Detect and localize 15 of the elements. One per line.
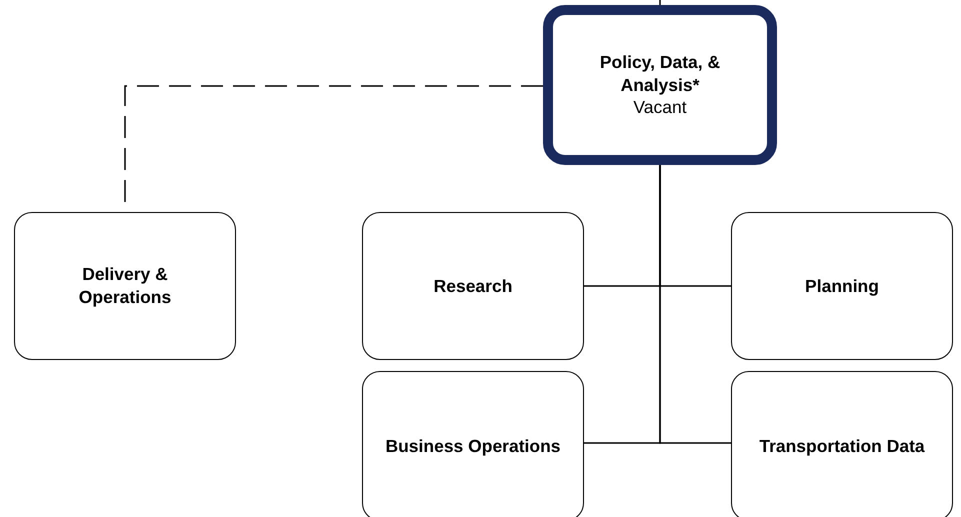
unit-box bbox=[14, 212, 236, 360]
position-holder: Vacant bbox=[633, 96, 687, 120]
unit-name: Business Operations bbox=[385, 434, 561, 458]
position-box bbox=[543, 5, 777, 165]
unit-box bbox=[362, 371, 584, 517]
connector-line bbox=[659, 0, 661, 5]
unit-name: Delivery & Operations bbox=[78, 263, 172, 309]
unit-box bbox=[362, 212, 584, 360]
unit-title: Policy, Data, & Analysis* bbox=[598, 50, 722, 96]
unit-box bbox=[731, 212, 953, 360]
unit-name: Transportation Data bbox=[759, 434, 925, 458]
unit-name: Planning bbox=[805, 274, 879, 298]
unit-name: Research bbox=[434, 274, 512, 298]
connector-line bbox=[659, 165, 731, 444]
unit-box bbox=[731, 371, 953, 517]
